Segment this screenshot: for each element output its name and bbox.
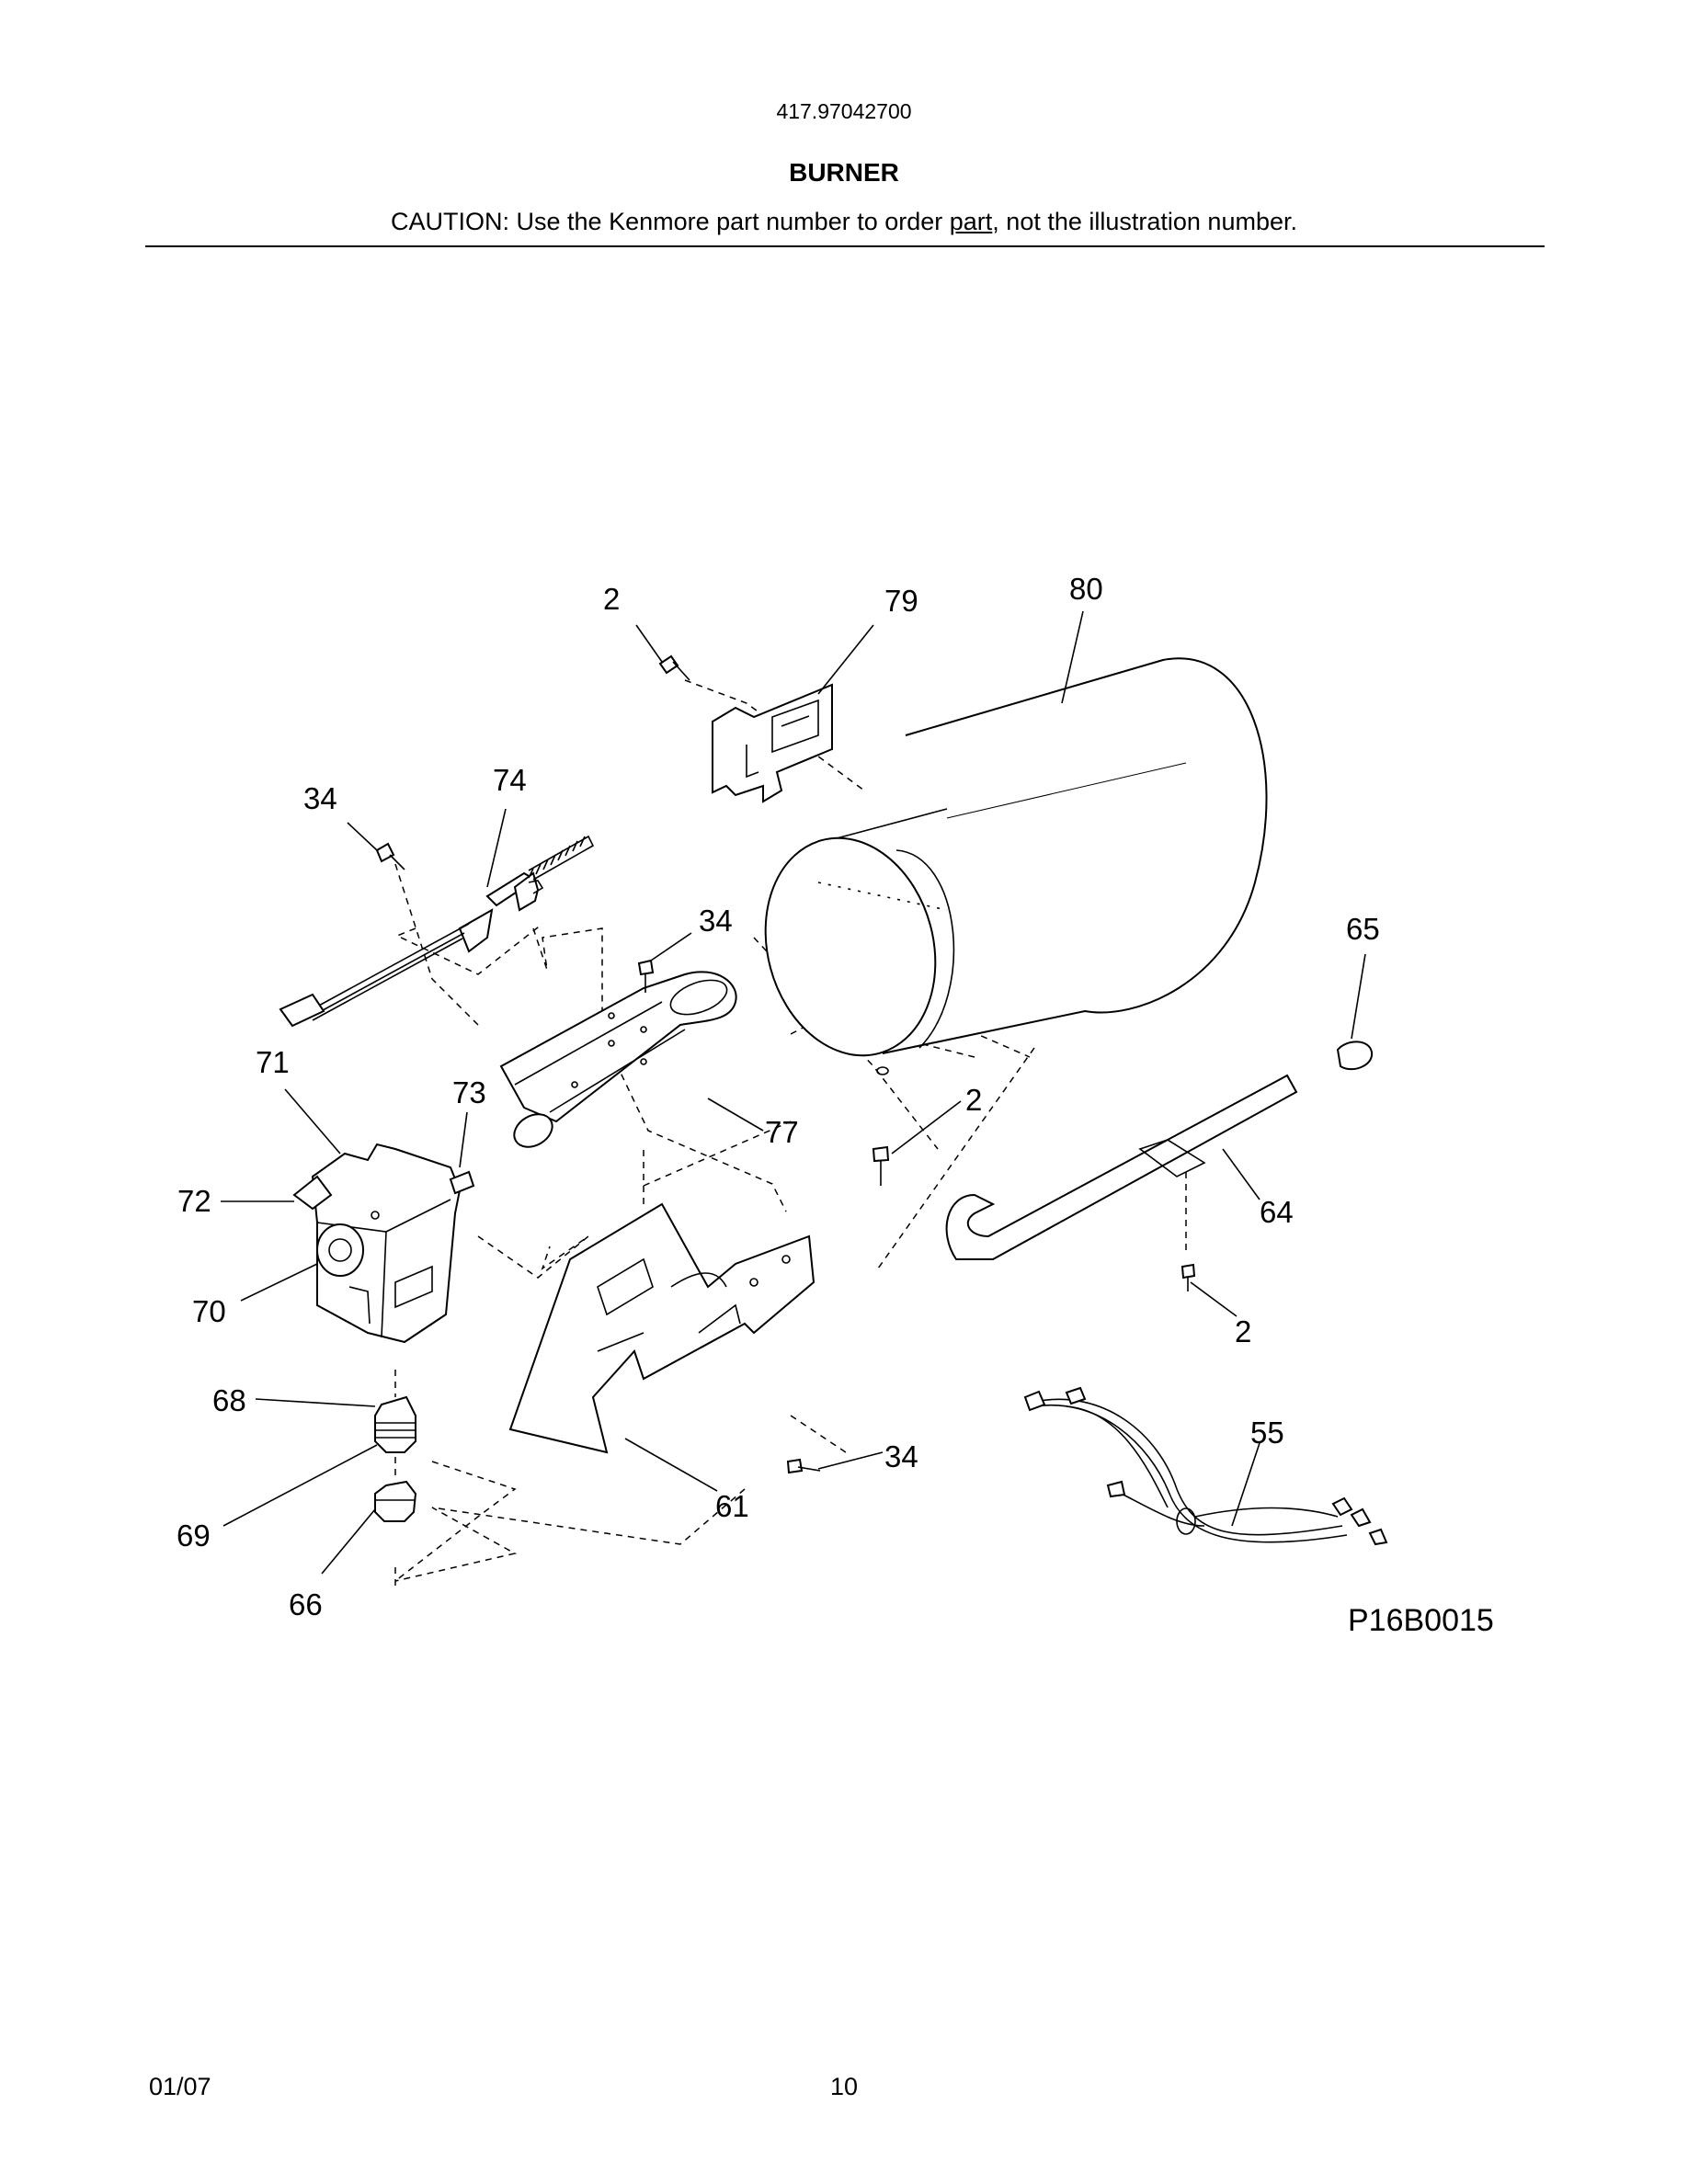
burner-mounting-bracket bbox=[508, 1202, 815, 1454]
page-number: 10 bbox=[829, 2073, 859, 2100]
diagram-code: P16B0015 bbox=[1348, 1603, 1494, 1638]
page-title: BURNER bbox=[789, 158, 899, 187]
model-number: 417.97042700 bbox=[776, 99, 912, 123]
caution-text: CAUTION: Use the Kenmore part number to … bbox=[391, 208, 950, 235]
callout-73: 73 bbox=[452, 1075, 486, 1109]
callout-64: 64 bbox=[1260, 1195, 1294, 1229]
callout-68: 68 bbox=[212, 1383, 246, 1417]
callout-34: 34 bbox=[699, 904, 733, 938]
caution-text-end: , not the illustration number. bbox=[992, 208, 1297, 235]
callout-2: 2 bbox=[1235, 1314, 1251, 1348]
callout-labels: 2 79 80 34 74 34 65 71 73 2 77 72 64 70 … bbox=[177, 572, 1494, 1638]
orifice-fittings bbox=[374, 1395, 417, 1522]
callout-80: 80 bbox=[1069, 572, 1103, 606]
burner-tube bbox=[499, 971, 737, 1148]
callout-69: 69 bbox=[177, 1519, 211, 1553]
igniter-bracket bbox=[712, 683, 833, 803]
callout-61: 61 bbox=[715, 1489, 749, 1523]
callout-34: 34 bbox=[884, 1439, 918, 1473]
callout-34: 34 bbox=[303, 781, 337, 815]
callout-65: 65 bbox=[1346, 912, 1380, 946]
callout-70: 70 bbox=[192, 1294, 226, 1328]
igniter-coil bbox=[528, 835, 595, 881]
footer-date: 01/07 bbox=[149, 2073, 211, 2100]
gas-supply-tube bbox=[945, 1041, 1374, 1260]
caution-underlined-word: part bbox=[949, 208, 993, 235]
screws bbox=[375, 654, 1196, 1474]
callout-72: 72 bbox=[177, 1184, 211, 1218]
callout-79: 79 bbox=[884, 584, 918, 618]
header-rule bbox=[145, 245, 1545, 247]
callout-74: 74 bbox=[493, 763, 527, 797]
callout-55: 55 bbox=[1250, 1416, 1284, 1450]
callout-2: 2 bbox=[965, 1083, 982, 1117]
callout-66: 66 bbox=[289, 1587, 323, 1621]
burner-drum-cylinder bbox=[764, 657, 1268, 1075]
leader-lines bbox=[221, 610, 1366, 1575]
gas-valve-assembly bbox=[292, 1143, 475, 1344]
callout-71: 71 bbox=[256, 1045, 290, 1079]
igniter-assembly bbox=[279, 835, 595, 1028]
caution-note: CAUTION: Use the Kenmore part number to … bbox=[0, 208, 1688, 236]
callout-77: 77 bbox=[765, 1115, 799, 1149]
callout-2: 2 bbox=[603, 582, 620, 616]
wiring-harness bbox=[1023, 1386, 1388, 1546]
